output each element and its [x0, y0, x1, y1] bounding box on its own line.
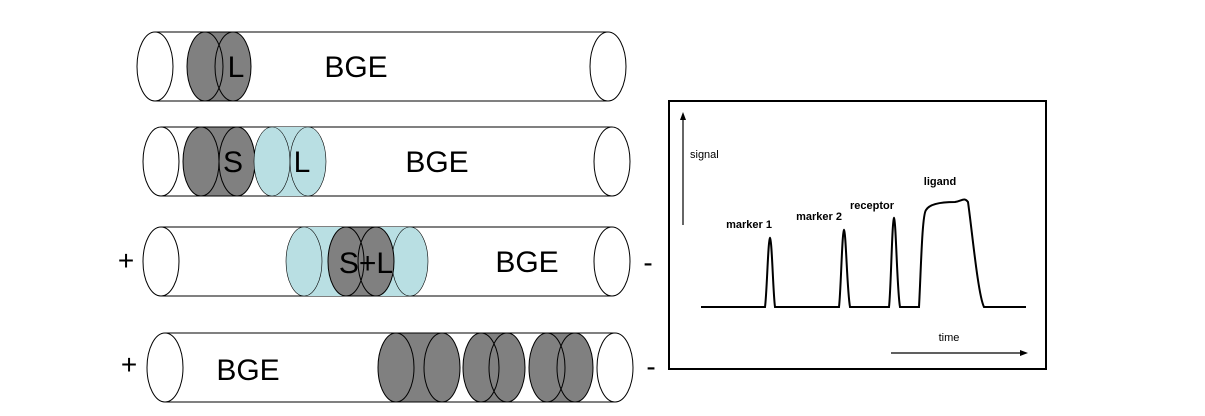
time-axis-arrowhead — [1020, 350, 1028, 356]
tube-4-right-end — [596, 332, 634, 403]
tube-4-zone-1 — [377, 332, 461, 403]
electropherogram-frame — [668, 100, 1047, 370]
capillary-tube-2: S L BGE — [142, 126, 631, 197]
capillary-tube-4: + BGE - — [121, 332, 656, 403]
capillary-tube-3: + S+L BGE - — [118, 226, 653, 297]
tube-1-left-end — [136, 31, 174, 102]
tube-2-right-end — [593, 126, 631, 197]
tube-1-zone-label: L — [228, 51, 245, 84]
time-axis-label: time — [939, 332, 960, 344]
tube-2-bge-label: BGE — [405, 146, 468, 179]
tube-4-zone-2 — [462, 332, 526, 403]
tube-4-cathode-sign: - — [646, 351, 655, 382]
tube-1-zone-ligand — [186, 31, 252, 102]
tube-3-left-end — [142, 226, 180, 297]
tube-2-zone-sample — [182, 126, 256, 197]
tube-4-anode-sign: + — [121, 349, 137, 380]
tube-1-right-end — [589, 31, 627, 102]
tube-3-zone-complex — [327, 226, 395, 297]
peak-label-marker-2: marker 2 — [796, 211, 842, 223]
signal-axis-arrowhead — [680, 112, 686, 120]
tube-2-zone-ligand — [253, 126, 327, 197]
signal-trace — [701, 198, 1026, 308]
tube-2-ligand-label: L — [294, 146, 311, 179]
tube-3-right-end — [593, 226, 631, 297]
tube-3-bge-label: BGE — [495, 246, 558, 279]
tube-2-sample-label: S — [223, 146, 243, 179]
peak-label-marker-1: marker 1 — [726, 219, 772, 231]
signal-axis-label: signal — [690, 149, 719, 161]
peak-label-receptor: receptor — [850, 200, 895, 212]
tube-3-cathode-sign: - — [643, 247, 652, 278]
tube-1-bge-label: BGE — [324, 51, 387, 84]
tube-4-zone-3 — [528, 332, 594, 403]
electropherogram-panel: signal time marker 1 marker 2 receptor l… — [668, 100, 1047, 370]
tube-4-bge-label: BGE — [216, 354, 279, 387]
tube-2-left-end — [142, 126, 180, 197]
peak-label-ligand: ligand — [924, 176, 956, 188]
tube-3-complex-label: S+L — [339, 247, 393, 280]
tube-4-left-end — [146, 332, 184, 403]
capillary-tube-1: L BGE — [136, 31, 627, 102]
tube-3-anode-sign: + — [118, 245, 134, 276]
